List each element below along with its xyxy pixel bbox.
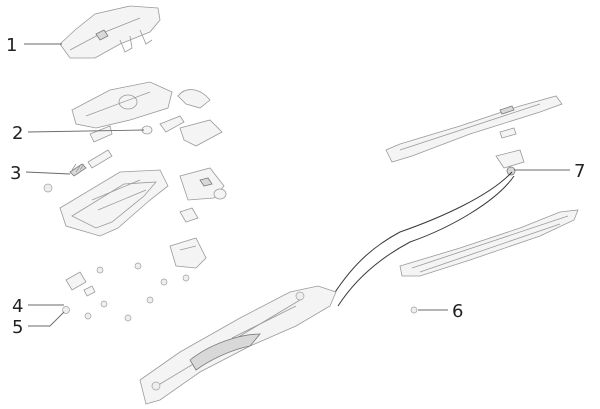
- part-lower-blade: [399, 209, 579, 277]
- callout-2: 2: [12, 123, 23, 144]
- callout-5: 5: [12, 317, 23, 338]
- leader-3: [25, 171, 71, 175]
- part-upper-blade: [385, 95, 563, 163]
- callout-3: 3: [10, 163, 21, 184]
- part-ring: [141, 115, 223, 147]
- callout-6: 6: [452, 301, 463, 322]
- part-spring: [43, 149, 113, 193]
- leader-5: [28, 311, 65, 327]
- callout-7: 7: [574, 161, 585, 182]
- wire-pair: [329, 171, 515, 307]
- part-base-tray: [59, 169, 169, 237]
- leader-2: [27, 129, 145, 133]
- part-handle: [139, 285, 337, 405]
- part-switch-assembly: [179, 167, 227, 223]
- callout-numbers: 1 2 3 4 5 6 7: [6, 35, 585, 338]
- part-motor-assembly: [71, 81, 211, 143]
- part-clip: [62, 271, 96, 314]
- part-bracket: [169, 237, 207, 269]
- screws: [84, 262, 190, 322]
- part-small-screw: [410, 306, 418, 314]
- callout-1: 1: [6, 35, 17, 56]
- callout-4: 4: [12, 296, 23, 317]
- part-top-cover: [59, 5, 161, 59]
- leader-lines: [24, 43, 570, 327]
- part-connector: [495, 149, 525, 176]
